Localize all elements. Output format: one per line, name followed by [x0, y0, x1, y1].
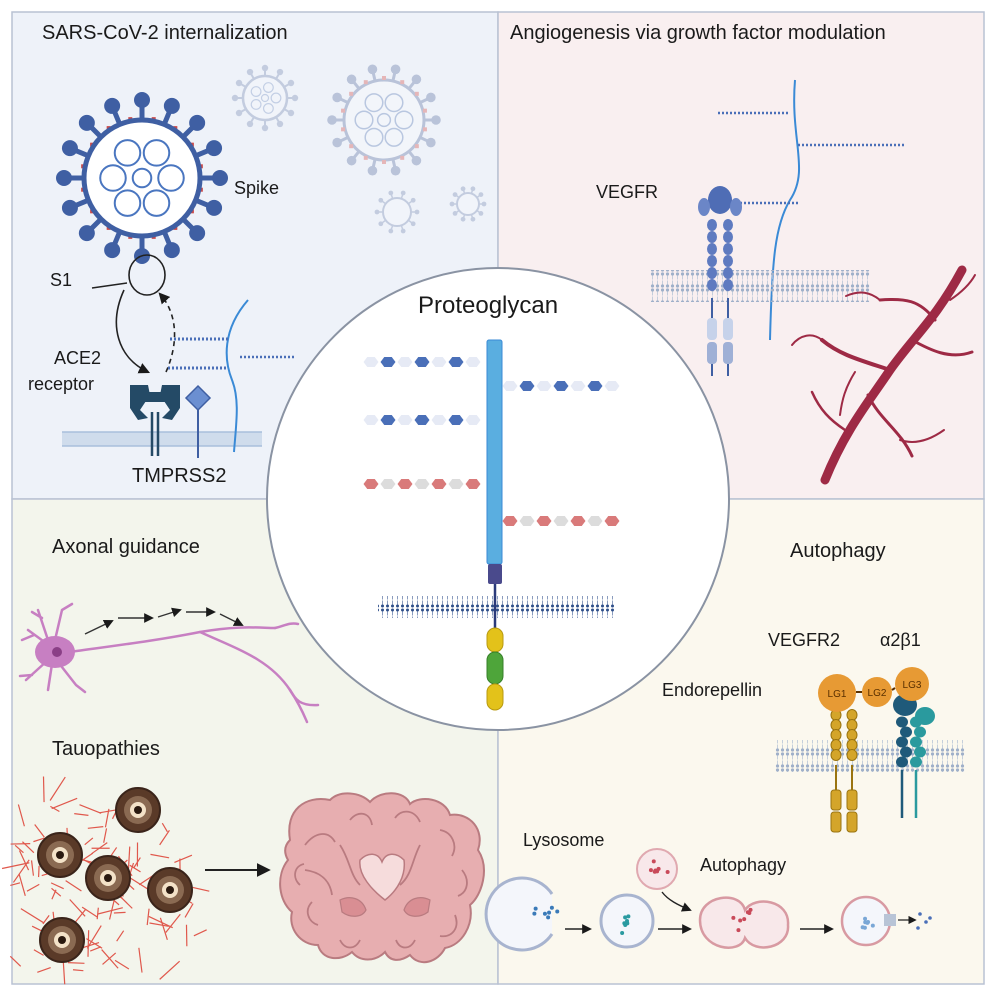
panel-title-axonal-guidance: Axonal guidance [52, 536, 200, 559]
center-title: Proteoglycan [418, 292, 558, 320]
endorepellin-lg2-domain: LG2 [862, 677, 892, 707]
autophagy-label: Autophagy [700, 855, 786, 876]
neuron-nucleus [52, 647, 62, 657]
endorepellin-label: Endorepellin [662, 680, 762, 701]
panel-title-autophagy: Autophagy [790, 540, 886, 563]
cytoplasmic-domain [487, 684, 503, 710]
panel-title-sars-cov-2: SARS-CoV-2 internalization [42, 22, 288, 45]
endorepellin-lg1-domain: LG1 [818, 674, 856, 712]
transmembrane-domain [488, 564, 502, 584]
a2b1-label: α2β1 [880, 630, 921, 651]
tmprss2-label: TMPRSS2 [132, 465, 226, 488]
phagophore [486, 878, 552, 950]
lg3-label: LG3 [903, 680, 922, 691]
core-protein [487, 340, 502, 564]
panel-subtitle-tauopathies: Tauopathies [52, 738, 160, 761]
autolysosome [700, 898, 788, 948]
cell-membrane [650, 270, 870, 302]
lysosome-label: Lysosome [523, 830, 604, 851]
ace2-label: ACE2 [54, 348, 101, 369]
endorepellin-lg3-domain: LG3 [895, 667, 929, 701]
vegfr2-label: VEGFR2 [768, 630, 840, 651]
cell-membrane [378, 596, 615, 618]
spike-label: Spike [234, 178, 279, 199]
lg2-label: LG2 [868, 688, 887, 699]
receptor-label: receptor [28, 374, 94, 395]
efflux-channel [884, 914, 896, 926]
cytoplasmic-domain [487, 628, 503, 652]
brain-section-icon [280, 793, 484, 962]
cell-membrane [775, 740, 965, 772]
cell-membrane [62, 432, 262, 446]
panel-title-angiogenesis: Angiogenesis via growth factor modulatio… [510, 22, 886, 45]
lg1-label: LG1 [828, 689, 847, 700]
cytoplasmic-domain [487, 652, 503, 684]
vegfr-label: VEGFR [596, 182, 658, 203]
s1-label: S1 [50, 270, 72, 291]
coronavirus-large-icon [56, 92, 228, 264]
